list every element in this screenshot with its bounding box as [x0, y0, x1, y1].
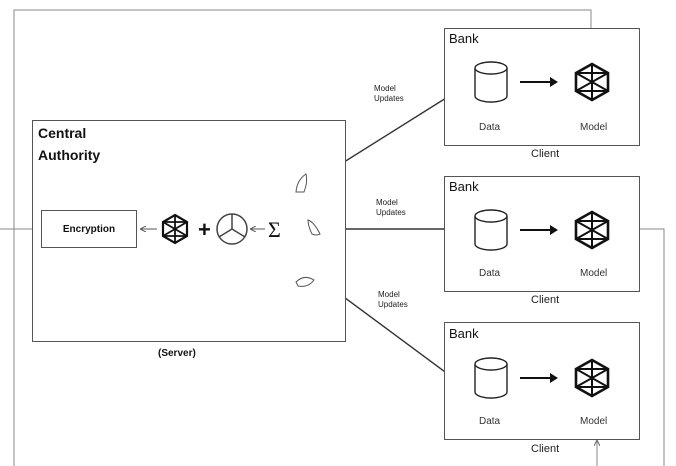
- bank-3-icons: [474, 357, 610, 399]
- database-icon: [474, 61, 508, 103]
- client-label-1: Client: [531, 148, 560, 160]
- sum-symbol: Σ: [268, 217, 281, 242]
- model-label-2: Model: [580, 268, 608, 279]
- bank-title-1: Bank: [449, 31, 479, 46]
- client-label-2: Client: [531, 294, 560, 306]
- update-arrow-1: [323, 87, 463, 175]
- server-label: (Server): [158, 348, 196, 359]
- model-update-fragment-icon: [295, 173, 308, 193]
- neural-network-icon: [574, 358, 610, 398]
- arrow-data-to-model: [520, 225, 558, 235]
- encryption-box: Encryption: [41, 210, 137, 248]
- central-authority-title-line2: Authority: [38, 147, 101, 163]
- model-label-3: Model: [580, 416, 608, 427]
- neural-network-icon: [574, 62, 610, 102]
- bank-title-3: Bank: [449, 326, 479, 341]
- update-arrow-3: [323, 282, 461, 384]
- plus-sign: +: [198, 217, 211, 242]
- data-label-1: Data: [479, 122, 501, 133]
- encryption-label: Encryption: [62, 223, 116, 235]
- bank-title-2: Bank: [449, 179, 479, 194]
- update-label-2: Model Updates: [376, 198, 406, 217]
- model-label-1: Model: [580, 122, 608, 133]
- global-model-icon: [161, 213, 189, 245]
- aggregation-wheel-icon: [216, 213, 248, 245]
- aggregation-pipeline: + Σ: [135, 213, 281, 245]
- model-update-fragment-icon: [295, 276, 315, 287]
- client-label-3: Client: [531, 443, 560, 455]
- update-label-3: Model Updates: [378, 290, 408, 309]
- update-fragments: [295, 173, 321, 287]
- arrow-data-to-model: [520, 77, 558, 87]
- data-label-3: Data: [479, 416, 501, 427]
- database-icon: [474, 209, 508, 251]
- neural-network-icon: [574, 210, 610, 250]
- update-label-1: Model Updates: [374, 84, 404, 103]
- arrow-data-to-model: [520, 373, 558, 383]
- database-icon: [474, 357, 508, 399]
- data-label-2: Data: [479, 268, 501, 279]
- bank-1-icons: [474, 61, 610, 103]
- central-authority-title-line1: Central: [38, 125, 87, 141]
- bank-2-icons: [474, 209, 610, 251]
- central-authority-box: [32, 120, 346, 342]
- model-update-fragment-icon: [307, 219, 321, 236]
